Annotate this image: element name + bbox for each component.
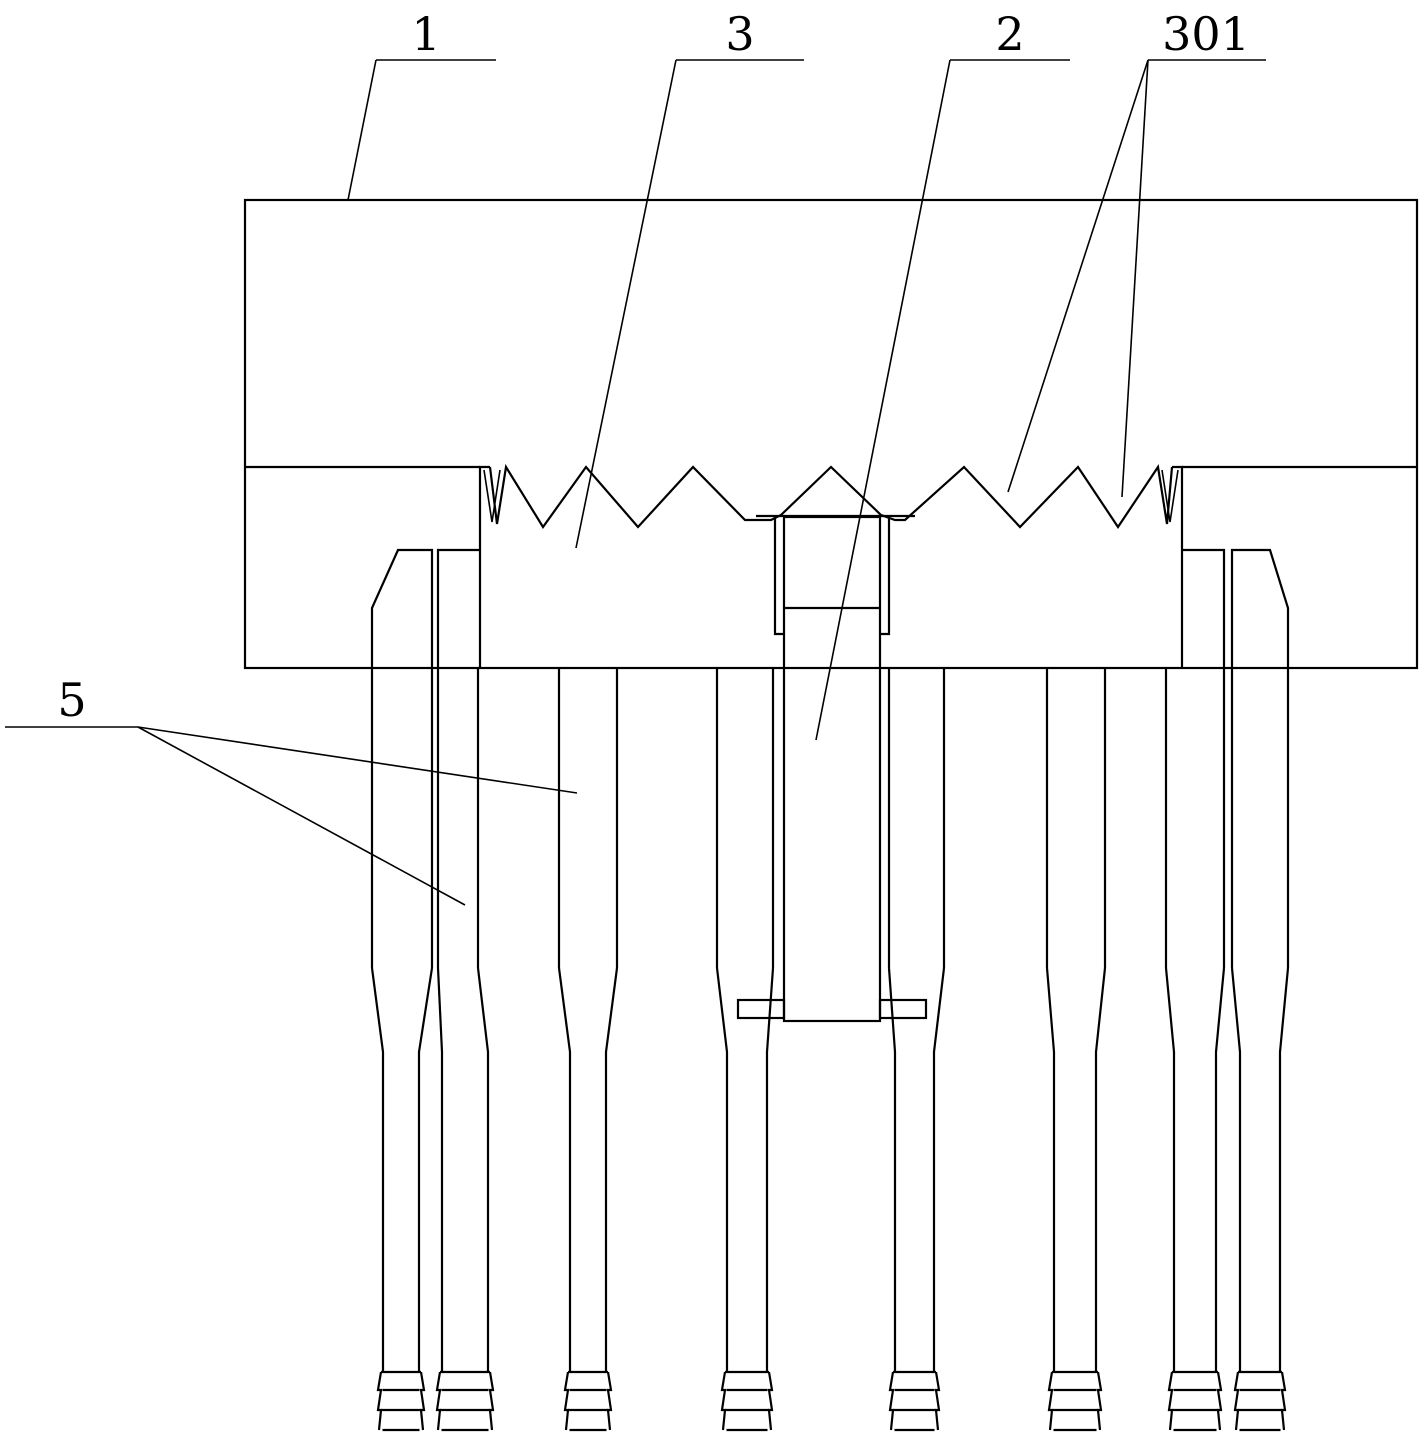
legs-part-5 <box>370 548 1290 1432</box>
label-teeth: 301 <box>1162 7 1250 61</box>
leg-3 <box>557 668 619 1432</box>
label-legs: 5 <box>57 673 86 727</box>
leader-lines <box>5 59 1266 906</box>
leg-1 <box>370 548 434 1432</box>
leg-5 <box>887 668 946 1432</box>
leg-8 <box>1230 548 1290 1432</box>
label-housing: 1 <box>411 7 440 61</box>
label-center-post: 2 <box>995 7 1024 61</box>
center-post-part-2 <box>736 514 928 1023</box>
leg-6 <box>1045 668 1107 1432</box>
housing-part-1 <box>243 198 1419 670</box>
teeth-profile <box>488 463 1174 529</box>
leg-4 <box>715 668 775 1432</box>
leg-2 <box>435 548 495 1432</box>
part-labels: 1 3 2 301 5 <box>57 7 1250 727</box>
leg-7 <box>1164 548 1226 1432</box>
label-toothed-block: 3 <box>725 7 754 61</box>
toothed-block-part-3 <box>478 463 1184 668</box>
